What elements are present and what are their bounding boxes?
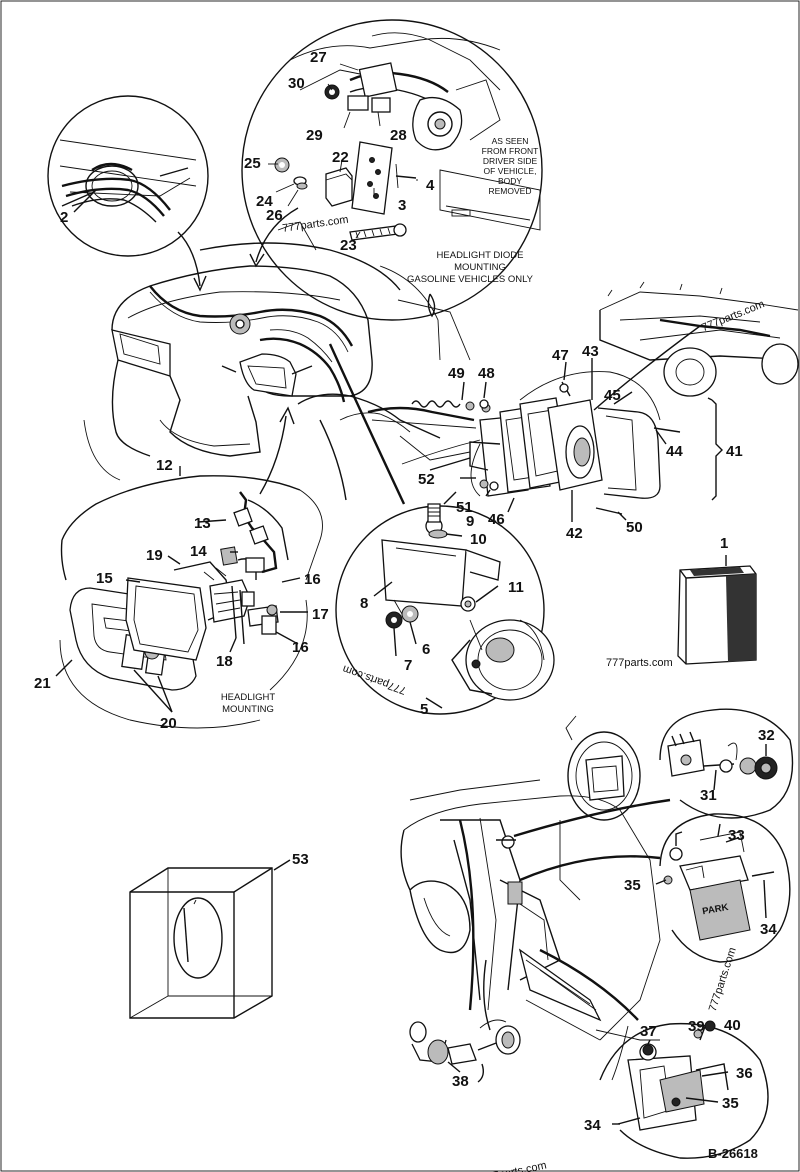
wire-clip-detail (47, 95, 209, 257)
callout-36: 36 (736, 1065, 753, 1082)
callout-numbers: 1 2 3 4 5 6 7 8 9 10 11 12 13 14 15 16 1… (34, 49, 777, 1134)
callout-7: 7 (404, 657, 412, 674)
svg-text:DRIVER SIDE: DRIVER SIDE (483, 156, 538, 166)
bulb-38-detail (409, 1019, 521, 1083)
callout-40: 40 (724, 1017, 741, 1034)
callout-10: 10 (470, 531, 487, 548)
callout-14: 14 (190, 543, 207, 560)
callout-53: 53 (292, 851, 309, 868)
callout-26: 26 (266, 207, 283, 224)
callout-48: 48 (478, 365, 495, 382)
svg-text:REMOVED: REMOVED (489, 186, 532, 196)
caption-headlight-mounting: HEADLIGHT MOUNTING (221, 692, 276, 715)
callout-46: 46 (488, 511, 505, 528)
part-53-box (129, 867, 273, 1019)
taillight-bracket-detail (335, 503, 555, 715)
callout-15: 15 (96, 570, 113, 587)
callout-23: 23 (340, 237, 357, 254)
callout-49: 49 (448, 365, 465, 382)
callout-37: 37 (640, 1023, 657, 1040)
cart-controls-view (400, 715, 661, 1041)
callout-45: 45 (604, 387, 621, 404)
park-switch-detail: PARK (659, 813, 791, 963)
callout-35-lower: 35 (722, 1095, 739, 1112)
callout-5: 5 (420, 701, 428, 718)
callout-20: 20 (160, 715, 177, 732)
pedal-switch-detail (599, 1020, 769, 1159)
callout-22: 22 (332, 149, 349, 166)
callout-21: 21 (34, 675, 51, 692)
leader-lines (55, 63, 767, 1125)
callout-11: 11 (508, 579, 524, 596)
callout-9: 9 (466, 513, 474, 530)
svg-text:BODY: BODY (498, 176, 522, 186)
note-as-seen: AS SEEN FROM FRONT DRIVER SIDE OF VEHICL… (482, 136, 539, 196)
headlight-diode-detail (241, 19, 543, 321)
callout-6: 6 (422, 641, 430, 658)
svg-text:AS SEEN: AS SEEN (492, 136, 529, 146)
callout-28: 28 (390, 127, 407, 144)
callout-52: 52 (418, 471, 435, 488)
caption-diode-mounting: HEADLIGHT DIODE MOUNTING GASOLINE VEHICL… (407, 250, 534, 285)
watermark: 777parts.com (606, 657, 673, 669)
switch-31-detail (659, 708, 794, 819)
svg-text:HEADLIGHT DIODE: HEADLIGHT DIODE (437, 250, 524, 261)
callout-50: 50 (626, 519, 643, 536)
document-id: B-26618 (708, 1146, 758, 1161)
svg-text:MOUNTING: MOUNTING (222, 704, 274, 715)
svg-text:OF VEHICLE,: OF VEHICLE, (484, 166, 537, 176)
callout-18: 18 (216, 653, 233, 670)
callout-41: 41 (726, 443, 743, 460)
callout-43: 43 (582, 343, 599, 360)
callout-30: 30 (288, 75, 305, 92)
callout-19: 19 (146, 547, 163, 564)
svg-text:HEADLIGHT: HEADLIGHT (221, 692, 276, 703)
part-1-box (677, 555, 757, 665)
callout-12: 12 (156, 457, 173, 474)
callout-13: 13 (194, 515, 211, 532)
callout-44: 44 (666, 443, 683, 460)
callout-39: 39 (688, 1018, 705, 1035)
callout-51: 51 (456, 499, 473, 516)
callout-31: 31 (700, 787, 717, 804)
callout-33: 33 (728, 827, 745, 844)
taillight-assembly (460, 371, 681, 515)
rear-vehicle-sketch (599, 281, 799, 397)
callout-27: 27 (310, 49, 327, 66)
callout-29: 29 (306, 127, 323, 144)
callout-24: 24 (256, 193, 273, 210)
callout-34-upper: 34 (760, 921, 777, 938)
callout-8: 8 (360, 595, 368, 612)
callout-16-upper: 16 (304, 571, 321, 588)
callout-34-lower: 34 (584, 1117, 601, 1134)
callout-32: 32 (758, 727, 775, 744)
park-label: PARK (702, 902, 730, 917)
callout-2: 2 (60, 209, 68, 226)
callout-4: 4 (426, 177, 435, 194)
callout-35-upper: 35 (624, 877, 641, 894)
callout-17: 17 (312, 606, 329, 623)
callout-47: 47 (552, 347, 569, 364)
callout-3: 3 (398, 197, 406, 214)
headlight-mounting-detail (59, 475, 323, 729)
callout-16-lower: 16 (292, 639, 309, 656)
svg-text:FROM FRONT: FROM FRONT (482, 146, 539, 156)
svg-text:MOUNTING: MOUNTING (454, 262, 506, 273)
svg-text:GASOLINE VEHICLES ONLY: GASOLINE VEHICLES ONLY (407, 274, 534, 285)
callout-1: 1 (720, 535, 728, 552)
vehicle-front-body (83, 242, 477, 501)
callout-25: 25 (244, 155, 261, 172)
callout-42: 42 (566, 525, 583, 542)
callout-38: 38 (452, 1073, 469, 1090)
